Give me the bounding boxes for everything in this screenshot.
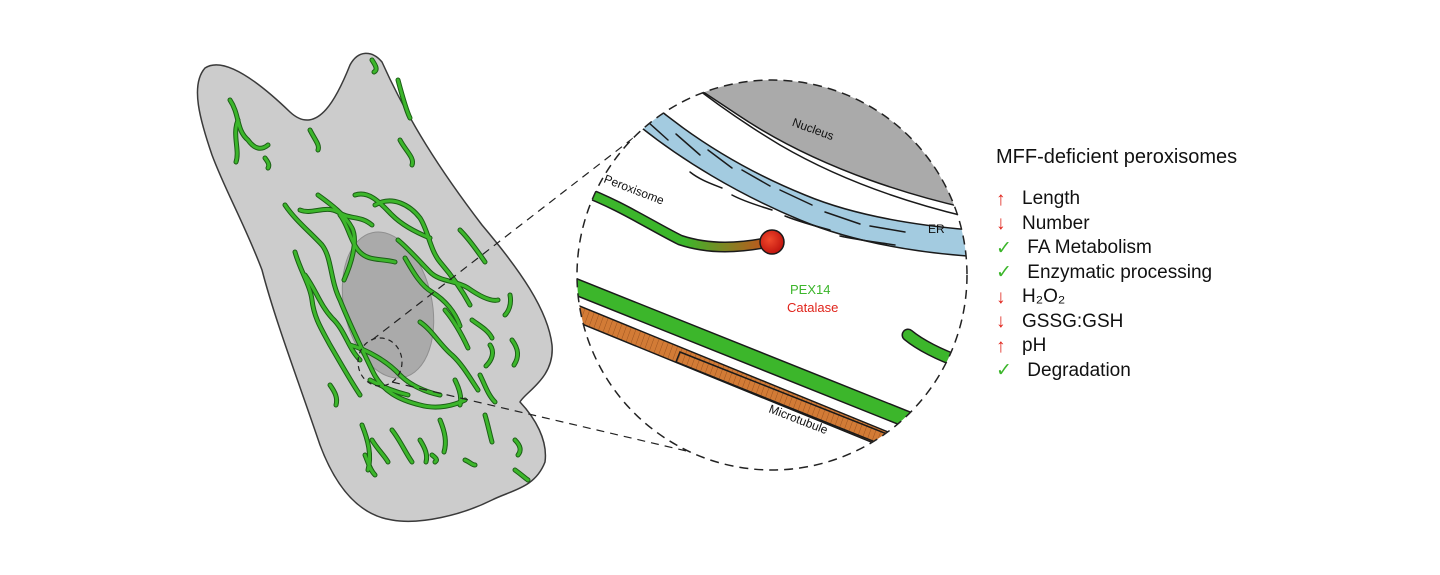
legend-item: ↓ H₂O₂ <box>996 285 1416 310</box>
legend-item-label: FA Metabolism <box>1022 237 1152 259</box>
down-arrow-icon: ↓ <box>996 311 1006 333</box>
zoom-connector-top <box>371 124 651 341</box>
endoplasmic-reticulum <box>630 100 967 259</box>
check-icon: ✓ <box>996 262 1012 284</box>
legend-item: ↓ GSSG:GSH <box>996 310 1416 335</box>
check-icon: ✓ <box>996 360 1012 382</box>
legend-item-label: Degradation <box>1022 359 1131 381</box>
pex14-label: PEX14 <box>790 282 830 297</box>
legend-item: ✓ Enzymatic processing <box>996 261 1416 286</box>
legend-item-label: Number <box>1022 212 1090 234</box>
up-arrow-icon: ↑ <box>996 335 1006 357</box>
legend-item-label: Enzymatic processing <box>1022 261 1213 283</box>
legend-item: ↓ Number <box>996 212 1416 237</box>
legend-item-label: H₂O₂ <box>1022 286 1066 308</box>
legend-item: ✓ FA Metabolism <box>996 236 1416 261</box>
legend-item: ↑ Length <box>996 187 1416 212</box>
check-icon: ✓ <box>996 237 1012 259</box>
down-arrow-icon: ↓ <box>996 286 1006 308</box>
cell-peroxisome-network-fill <box>228 58 530 482</box>
down-arrow-icon: ↓ <box>996 213 1006 235</box>
legend-item-label: GSSG:GSH <box>1022 310 1124 332</box>
up-arrow-icon: ↑ <box>996 188 1006 210</box>
legend: MFF-deficient peroxisomes ↑ Length ↓ Number… <box>996 146 1416 383</box>
catalase-body <box>759 229 785 255</box>
peroxisome-tubule <box>578 186 771 251</box>
zoom-connector-bottom <box>391 381 726 461</box>
zoom-source-circle <box>357 337 403 387</box>
legend-item: ✓ Degradation <box>996 359 1416 384</box>
zoom-circle <box>576 79 968 471</box>
er-label: ER <box>928 222 945 236</box>
legend-item-label: pH <box>1022 335 1047 357</box>
zoom-detail: Nucleus ER Peroxisome PEX14 Catalase Mic… <box>577 80 967 470</box>
legend-title: MFF-deficient peroxisomes <box>996 146 1238 168</box>
legend-items: ↑Length↓Number✓ FA Metabolism✓ Enzymatic… <box>996 187 1416 383</box>
legend-item: ↑ pH <box>996 334 1416 359</box>
catalase-label: Catalase <box>787 300 838 315</box>
legend-item-label: Length <box>1022 188 1081 210</box>
